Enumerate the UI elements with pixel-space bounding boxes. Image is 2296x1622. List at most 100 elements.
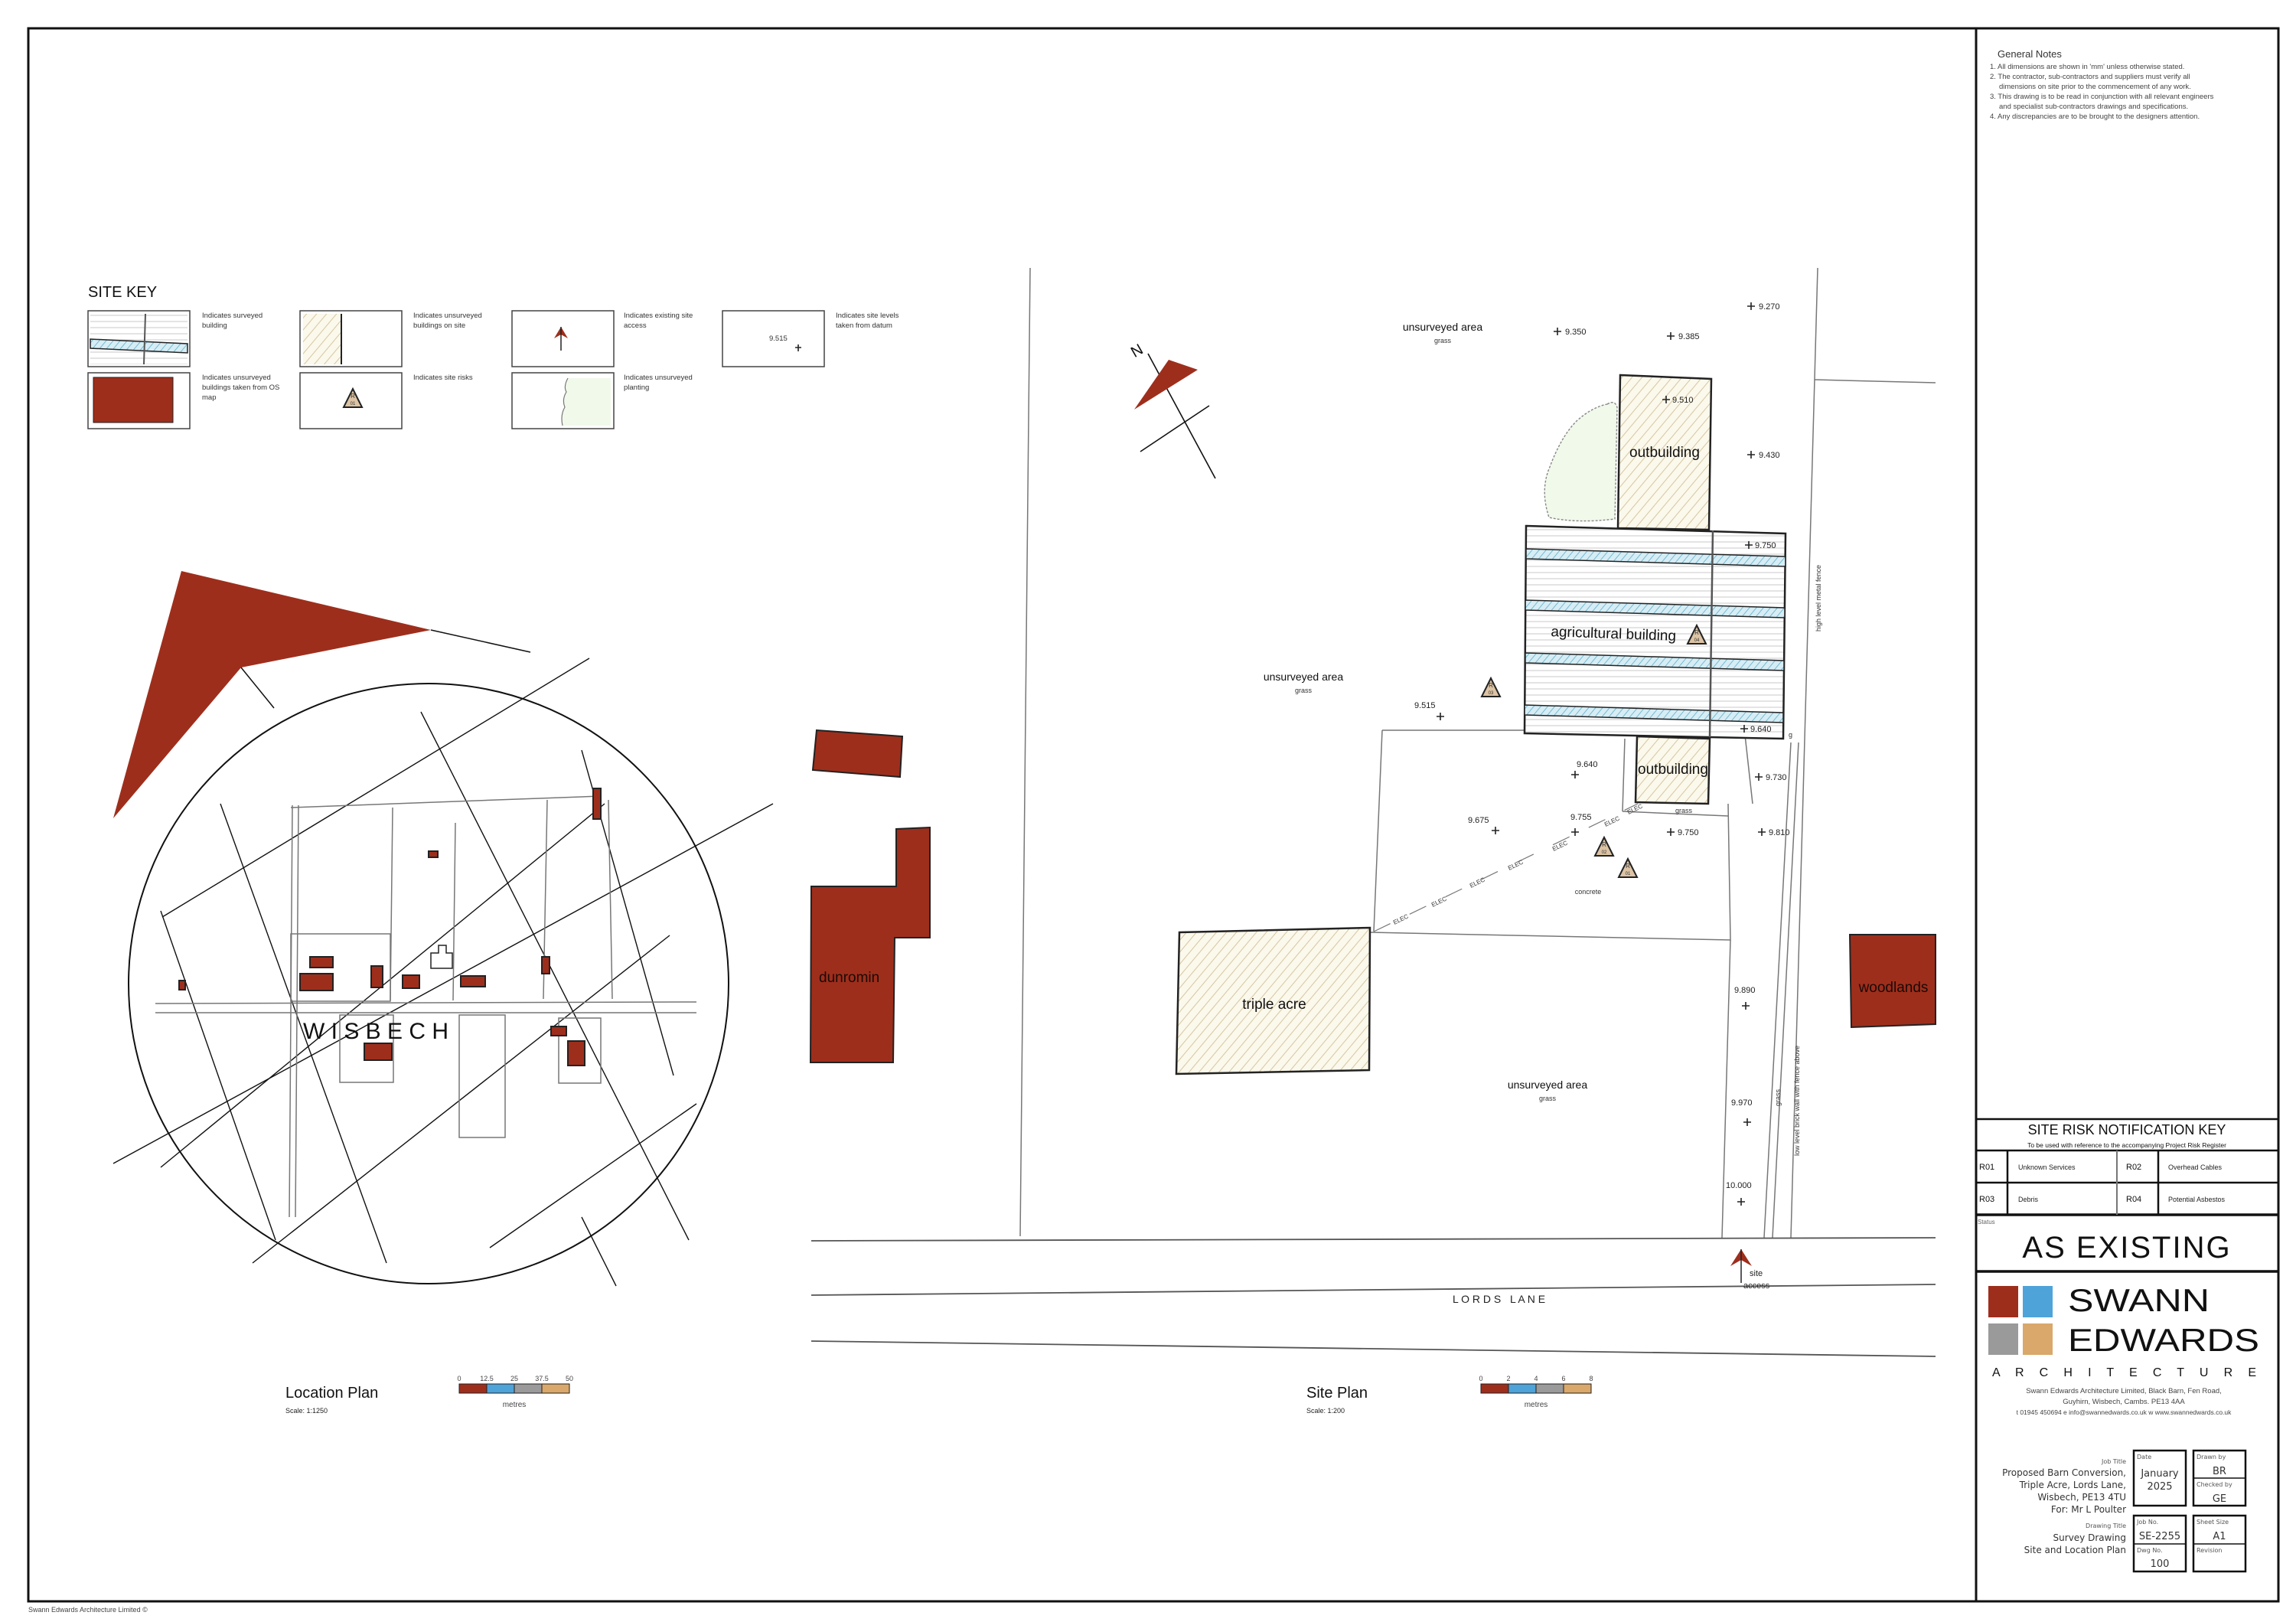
level-value: 9.510 [1672,396,1694,405]
svg-text:25: 25 [510,1375,518,1382]
triple-acre-label: triple acre [1242,997,1306,1013]
key-level-sample: 9.515 [769,335,788,343]
svg-text:N: N [1128,341,1146,361]
area-label: unsurveyed area [1508,1079,1588,1091]
note-line: 4. Any discrepancies are to be brought t… [1990,113,2200,121]
svg-text:37.5: 37.5 [535,1375,549,1382]
key-label: buildings on site [413,321,465,330]
key-label: Indicates existing site [624,312,693,320]
site-access-label: site [1750,1269,1763,1278]
svg-text:R: R [1694,629,1699,636]
town-label: W I S B E C H [303,1019,448,1044]
level-value: 9.750 [1755,541,1776,550]
area-surface: grass [1539,1095,1557,1102]
svg-text:100: 100 [2151,1558,2170,1570]
outbuilding-north [1616,374,1713,531]
svg-text:R: R [1602,841,1606,848]
area-label: unsurveyed area [1403,321,1483,333]
general-notes-title: General Notes [1998,48,2062,60]
svg-text:Checked by: Checked by [2197,1481,2232,1488]
outbuilding-north-label: outbuilding [1629,445,1700,461]
svg-text:ELEC: ELEC [1626,802,1644,815]
site-key-title: SITE KEY [88,284,157,301]
level-value: 9.675 [1468,816,1489,825]
north-arrow-icon: N [1128,341,1216,479]
level-value: 9.750 [1678,828,1699,837]
level-value: 9.385 [1678,332,1700,341]
site-plan-title: Site Plan [1306,1385,1368,1402]
note-line: 1. All dimensions are shown in 'mm' unle… [1990,63,2184,71]
svg-text:Triple Acre, Lords Lane,: Triple Acre, Lords Lane, [2019,1480,2126,1490]
location-scale-bar: 0 12.5 25 37.5 50 metres [457,1375,573,1409]
svg-text:Survey Drawing: Survey Drawing [2053,1532,2126,1543]
road-label: L O R D S L A N E [1453,1293,1545,1305]
svg-text:R: R [1489,682,1493,689]
svg-text:Dwg No.: Dwg No. [2137,1547,2163,1554]
svg-text:R: R [1626,863,1630,870]
site-plan: L O R D S L A N E site access N dunromin… [809,267,1936,1415]
level-value: 9.640 [1750,725,1772,734]
svg-text:ELEC: ELEC [1603,814,1621,827]
key-label: Indicates site levels [836,312,899,320]
surface-grass: grass [1675,807,1693,814]
svg-text:SE-2255: SE-2255 [2139,1531,2180,1542]
level-value: 9.730 [1766,773,1787,782]
level-value: 9.755 [1570,813,1592,822]
key-label: taken from datum [836,321,892,330]
svg-text:2: 2 [1506,1375,1510,1382]
svg-text:For: Mr L Poulter: For: Mr L Poulter [2051,1504,2126,1515]
svg-text:metres: metres [1525,1401,1548,1409]
svg-text:0: 0 [1479,1375,1482,1382]
level-value: 10.000 [1726,1181,1752,1190]
key-label: building [202,321,227,330]
key-swatch-access [511,310,615,367]
svg-text:R: R [351,393,355,400]
key-swatch-levels [722,310,825,367]
sheet-border [27,27,2280,1603]
area-label: unsurveyed area [1264,671,1344,683]
lords-lane-road [810,1237,1936,1357]
svg-text:8: 8 [1589,1375,1593,1382]
risk-code: R03 [1979,1195,1994,1204]
surface-grass-verge: grass [1774,1088,1782,1106]
level-value: 9.810 [1769,828,1790,837]
dunromin-label: dunromin [819,970,879,986]
fence-label: high level metal fence [1815,565,1822,632]
location-plan: W I S B E C H Location Plan Scale: 1:125… [113,571,774,1415]
risk-triangle-icon: R 01 [342,387,364,408]
svg-text:Drawing Title: Drawing Title [2086,1522,2126,1529]
site-levels: 9.270 9.350 9.385 9.510 9.430 9.750 9.64… [1414,302,1790,1206]
risk-code: R01 [1979,1163,1994,1172]
key-label: access [624,321,647,330]
risk-marker: R03 [1480,676,1502,697]
svg-text:EDWARDS: EDWARDS [2068,1322,2259,1358]
risk-desc: Overhead Cables [2168,1163,2223,1171]
location-os-buildings [178,788,602,1066]
svg-text:12.5: 12.5 [480,1375,494,1382]
risk-key-title: SITE RISK NOTIFICATION KEY [2028,1122,2226,1137]
svg-text:GE: GE [2213,1493,2226,1505]
site-access-label: access [1743,1281,1770,1291]
svg-text:6: 6 [1561,1375,1565,1382]
company-logo: SWANN EDWARDS [1988,1282,2259,1358]
svg-text:Site and Location Plan: Site and Location Plan [2024,1545,2126,1555]
triple-acre-building [1175,926,1371,1075]
key-label: Indicates site risks [413,374,473,382]
svg-text:2025: 2025 [2147,1481,2172,1493]
level-value: 9.350 [1565,328,1587,337]
svg-text:Revision: Revision [2197,1547,2222,1554]
risk-desc: Debris [2018,1196,2039,1203]
area-surface: grass [1434,337,1452,344]
location-plan-scale: Scale: 1:1250 [285,1407,328,1415]
note-line: 2. The contractor, sub-contractors and s… [1990,73,2190,81]
risk-key-subtitle: To be used with reference to the accompa… [2027,1141,2226,1149]
status-label: Status [1978,1219,1995,1225]
location-grid-lines [113,658,774,1287]
area-surface: grass [1295,687,1313,694]
svg-text:Proposed Barn Conversion,: Proposed Barn Conversion, [2002,1467,2126,1478]
site-access-arrow-icon [1730,1249,1752,1283]
svg-text:Date: Date [2137,1454,2151,1460]
svg-text:02: 02 [1602,850,1607,855]
outbuilding-south-label: outbuilding [1638,762,1708,778]
